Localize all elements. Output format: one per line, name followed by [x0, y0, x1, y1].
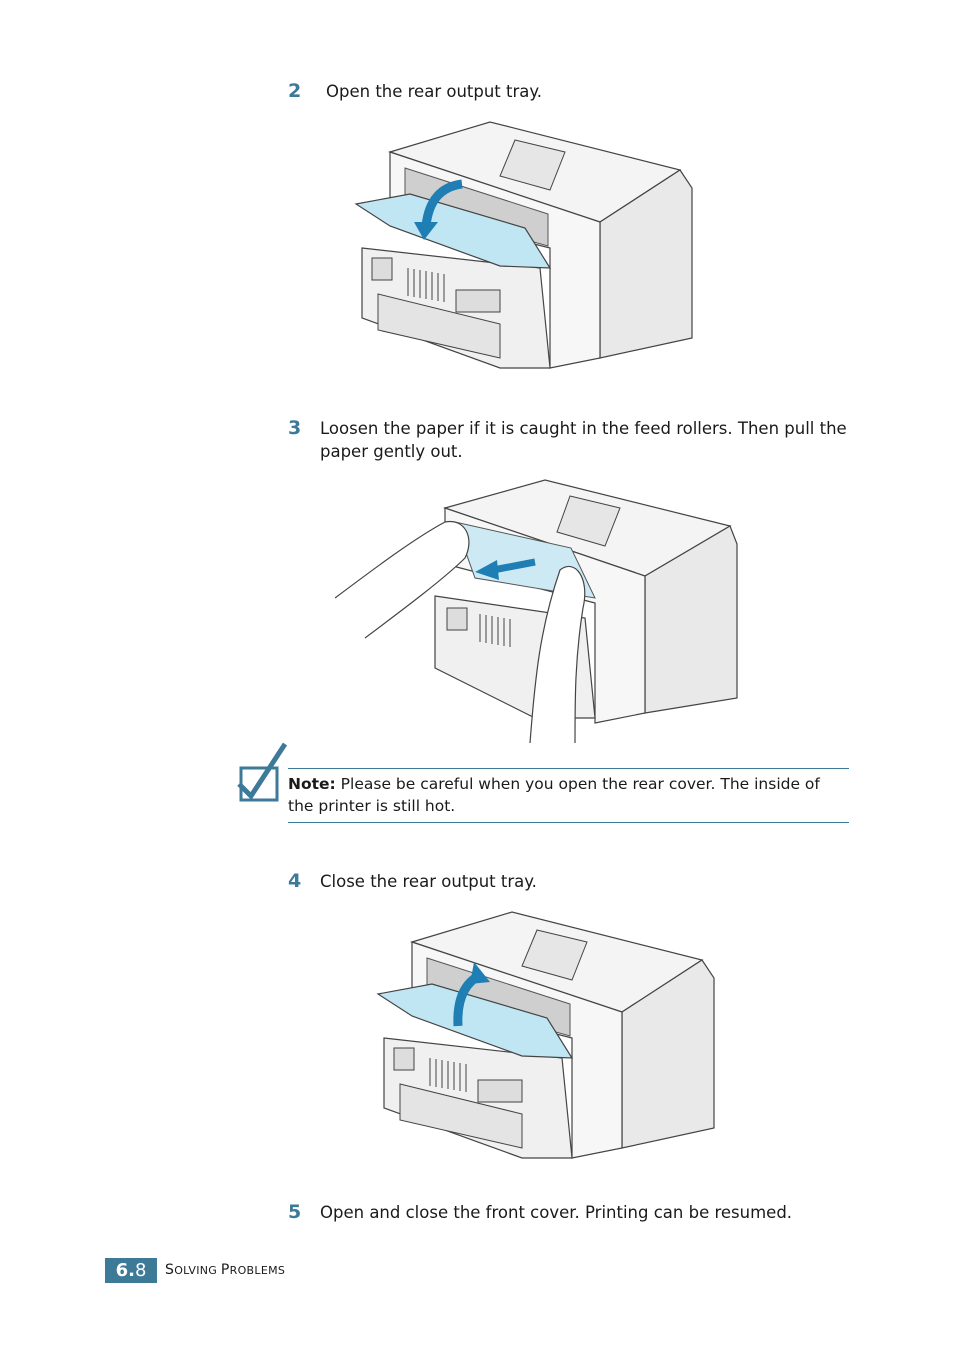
step-number-4: 4 — [288, 870, 302, 892]
step-number-2: 2 — [288, 80, 302, 102]
page-number: 8 — [134, 1260, 147, 1281]
step-number-5: 5 — [288, 1201, 302, 1223]
checkmark-note-icon — [237, 742, 288, 802]
step-text-4: Close the rear output tray. — [320, 872, 537, 891]
note-label: Note: — [288, 775, 336, 793]
figure-pull-paper — [335, 479, 738, 743]
figure-open-rear-tray — [354, 121, 693, 369]
note-bottom-rule — [288, 822, 849, 823]
page-number-badge: 6.8 — [105, 1258, 157, 1283]
step-text-3: Loosen the paper if it is caught in the … — [320, 419, 847, 461]
step-number-3: 3 — [288, 417, 302, 439]
figure-close-rear-tray — [376, 911, 715, 1159]
note-top-rule — [288, 768, 849, 769]
note-text: Note: Please be careful when you open th… — [288, 773, 848, 817]
section-title: SOLVING PROBLEMS — [165, 1262, 286, 1278]
note-body: Please be careful when you open the rear… — [288, 775, 820, 815]
chapter-number: 6. — [115, 1260, 135, 1281]
step-text-2: Open the rear output tray. — [326, 82, 543, 101]
step-text-5: Open and close the front cover. Printing… — [320, 1203, 793, 1222]
